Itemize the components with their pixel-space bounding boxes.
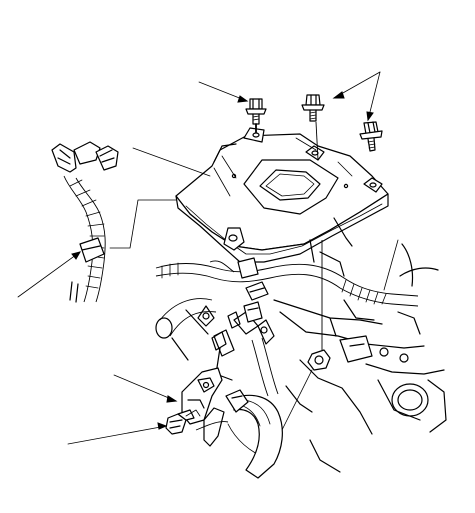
bracket [181,367,229,447]
stud-nut [307,349,331,371]
wire-harness-left [51,141,119,303]
cover-plate [175,127,389,263]
bracket-bolt [165,409,201,435]
wire-harness-middle [155,257,419,307]
cover-bolt-right [359,121,383,152]
harness-connector [211,301,263,351]
cover-bolt-left [245,98,267,133]
cover-bolt-center [301,94,325,122]
engine-components [155,243,447,473]
coolant-hose [225,389,283,479]
